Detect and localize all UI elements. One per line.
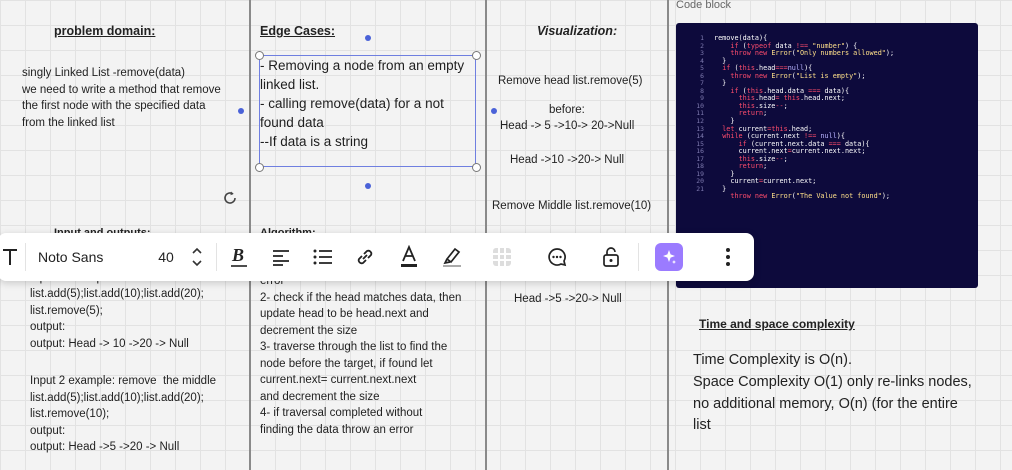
code-line-number: 2 bbox=[700, 41, 704, 50]
text-color-icon[interactable] bbox=[397, 243, 421, 271]
code-line-number: 15 bbox=[696, 139, 704, 148]
code-line-number: 9 bbox=[700, 94, 704, 103]
selection-frame[interactable] bbox=[259, 55, 476, 167]
problem-domain-text[interactable]: singly Linked List -remove(data) we need… bbox=[22, 67, 221, 129]
text-format-toolbar: Noto Sans 40 B bbox=[0, 233, 754, 281]
code-line-number: 8 bbox=[700, 86, 704, 95]
connector-dot-right[interactable] bbox=[491, 108, 497, 114]
visualization-before[interactable]: before: bbox=[549, 104, 585, 116]
code-text[interactable]: remove(data){ if (typeof data !== "numbe… bbox=[714, 34, 895, 201]
list-icon[interactable] bbox=[311, 243, 335, 271]
toolbar-divider bbox=[25, 243, 26, 271]
algorithm-text[interactable]: error 2- check if the head matches data,… bbox=[260, 275, 462, 436]
io-example1-text[interactable]: list.add(5);list.add(10);list.add(20); l… bbox=[30, 288, 204, 350]
code-line-number: 19 bbox=[696, 169, 704, 178]
link-icon[interactable] bbox=[353, 243, 377, 271]
visualization-after-list[interactable]: Head ->10 ->20-> Null bbox=[510, 154, 625, 166]
fill-icon[interactable] bbox=[490, 243, 514, 271]
visualization-title[interactable]: Visualization: bbox=[537, 24, 618, 38]
visualization-remove-head[interactable]: Remove head list.remove(5) bbox=[498, 75, 643, 87]
highlight-icon[interactable] bbox=[439, 243, 465, 271]
edge-cases-text[interactable]: - Removing a node from an empty linked l… bbox=[260, 58, 465, 149]
complexity-title[interactable]: Time and space complexity bbox=[699, 317, 855, 331]
visualization-remove-middle[interactable]: Remove Middle list.remove(10) bbox=[492, 200, 652, 212]
code-line-number: 1 bbox=[700, 34, 704, 42]
font-size-input[interactable]: 40 bbox=[158, 249, 174, 265]
connector-dot-top[interactable] bbox=[365, 35, 371, 41]
resize-handle-top-left[interactable] bbox=[255, 51, 264, 60]
code-line-number: 17 bbox=[696, 154, 704, 163]
code-line-number: 16 bbox=[696, 147, 704, 156]
code-line-number: 21 bbox=[696, 184, 704, 193]
font-family-select[interactable]: Noto Sans bbox=[38, 249, 104, 265]
bold-icon[interactable]: B bbox=[227, 243, 251, 271]
complexity-text[interactable]: Time Complexity is O(n). Space Complexit… bbox=[693, 352, 972, 434]
toolbar-divider bbox=[216, 243, 217, 271]
code-line-number: 3 bbox=[700, 49, 704, 58]
font-size-stepper[interactable] bbox=[190, 243, 204, 271]
toolbar-divider bbox=[638, 243, 639, 271]
rotate-icon[interactable] bbox=[221, 189, 239, 212]
comment-icon[interactable] bbox=[544, 243, 570, 271]
code-line-number: 12 bbox=[696, 117, 704, 126]
visualization-middle-result[interactable]: Head ->5 ->20-> Null bbox=[514, 293, 622, 305]
align-left-icon[interactable] bbox=[269, 243, 293, 271]
code-line-number: 14 bbox=[696, 132, 704, 141]
code-line-number: 7 bbox=[700, 79, 704, 88]
more-icon[interactable] bbox=[718, 243, 738, 271]
code-line-number: 18 bbox=[696, 162, 704, 171]
code-line-number: 20 bbox=[696, 177, 704, 186]
io-example2-text[interactable]: Input 2 example: remove the middle list.… bbox=[30, 375, 217, 453]
code-block-label: Code block bbox=[676, 0, 732, 11]
code-line-number: 10 bbox=[696, 101, 704, 110]
resize-handle-top-right[interactable] bbox=[472, 51, 481, 60]
visualization-before-list[interactable]: Head -> 5 ->10-> 20->Null bbox=[500, 120, 635, 132]
text-type-icon[interactable] bbox=[0, 243, 22, 271]
problem-domain-title[interactable]: problem domain: bbox=[54, 24, 156, 38]
svg-text:B: B bbox=[231, 246, 244, 265]
ai-sparkle-icon[interactable] bbox=[655, 243, 683, 271]
connector-dot-bottom[interactable] bbox=[365, 183, 371, 189]
edge-cases-title[interactable]: Edge Cases: bbox=[260, 24, 336, 38]
code-line-number: 13 bbox=[696, 124, 704, 133]
connector-dot-left[interactable] bbox=[238, 108, 244, 114]
code-line-number: 5 bbox=[700, 64, 704, 73]
code-line-number: 6 bbox=[700, 71, 704, 80]
code-line-number: 4 bbox=[700, 56, 704, 65]
code-line-number: 11 bbox=[696, 109, 704, 118]
unlock-icon[interactable] bbox=[599, 243, 623, 271]
resize-handle-bottom-right[interactable] bbox=[472, 163, 481, 172]
resize-handle-bottom-left[interactable] bbox=[255, 163, 264, 172]
